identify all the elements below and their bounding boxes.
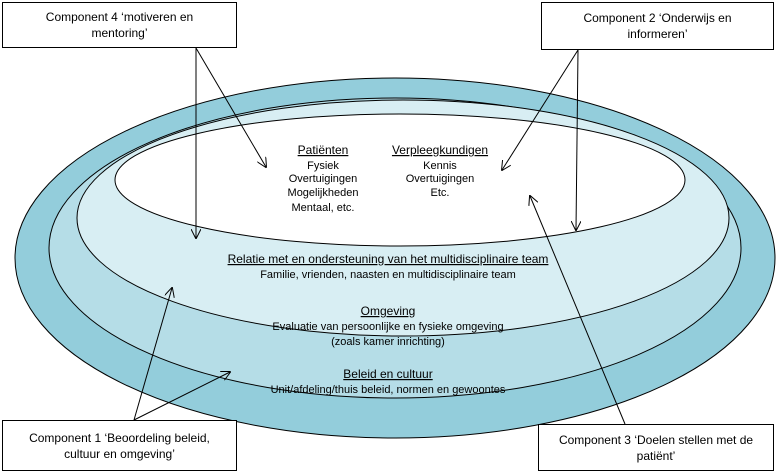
arrow-c1-to-policy <box>133 372 230 421</box>
component-1-box: Component 1 ‘Beoordeling beleid, cultuur… <box>2 420 237 471</box>
policy-line: Unit/afdeling/thuis beleid, normen en ge… <box>271 384 506 396</box>
environment-title: Omgeving <box>361 304 416 318</box>
component-3-label: Component 3 ‘Doelen stellen met de patië… <box>558 432 754 463</box>
environment-line-1: Evaluatie van persoonlijke en fysieke om… <box>272 321 503 333</box>
environment-line-2: (zoals kamer inrichting) <box>331 336 445 348</box>
component-3-box: Component 3 ‘Doelen stellen met de patië… <box>538 424 774 471</box>
nurses-title: Verpleegkundigen <box>392 143 488 157</box>
nurses-line-1: Kennis <box>423 160 457 172</box>
team-line: Familie, vrienden, naasten en multidisci… <box>260 269 516 281</box>
nurses-line-3: Etc. <box>431 187 450 199</box>
patients-line-1: Fysiek <box>307 160 339 172</box>
patients-line-4: Mentaal, etc. <box>292 202 355 214</box>
arrow-c3-to-core <box>530 196 626 425</box>
component-2-label: Component 2 ‘Onderwijs en informeren’ <box>583 11 732 41</box>
patients-line-2: Overtuigingen <box>289 173 358 185</box>
component-2-box: Component 2 ‘Onderwijs en informeren’ <box>541 2 774 50</box>
arrow-c2-to-team <box>576 49 578 230</box>
patients-line-3: Mogelijkheden <box>288 187 359 199</box>
component-1-label: Component 1 ‘Beoordeling beleid, cultuur… <box>29 430 210 461</box>
ellipse-core <box>114 113 686 247</box>
arrow-c2-to-nurses <box>502 49 579 170</box>
arrow-c4-to-patients <box>195 47 266 167</box>
arrow-c1-to-environment <box>133 288 172 421</box>
team-title: Relatie met en ondersteuning van het mul… <box>228 252 549 266</box>
nurses-line-2: Overtuigingen <box>406 173 475 185</box>
patients-title: Patiënten <box>298 143 349 157</box>
component-4-box: Component 4 ‘motiveren en mentoring’ <box>2 2 237 48</box>
policy-title: Beleid en cultuur <box>343 367 432 381</box>
component-4-label: Component 4 ‘motiveren en mentoring’ <box>45 10 194 40</box>
